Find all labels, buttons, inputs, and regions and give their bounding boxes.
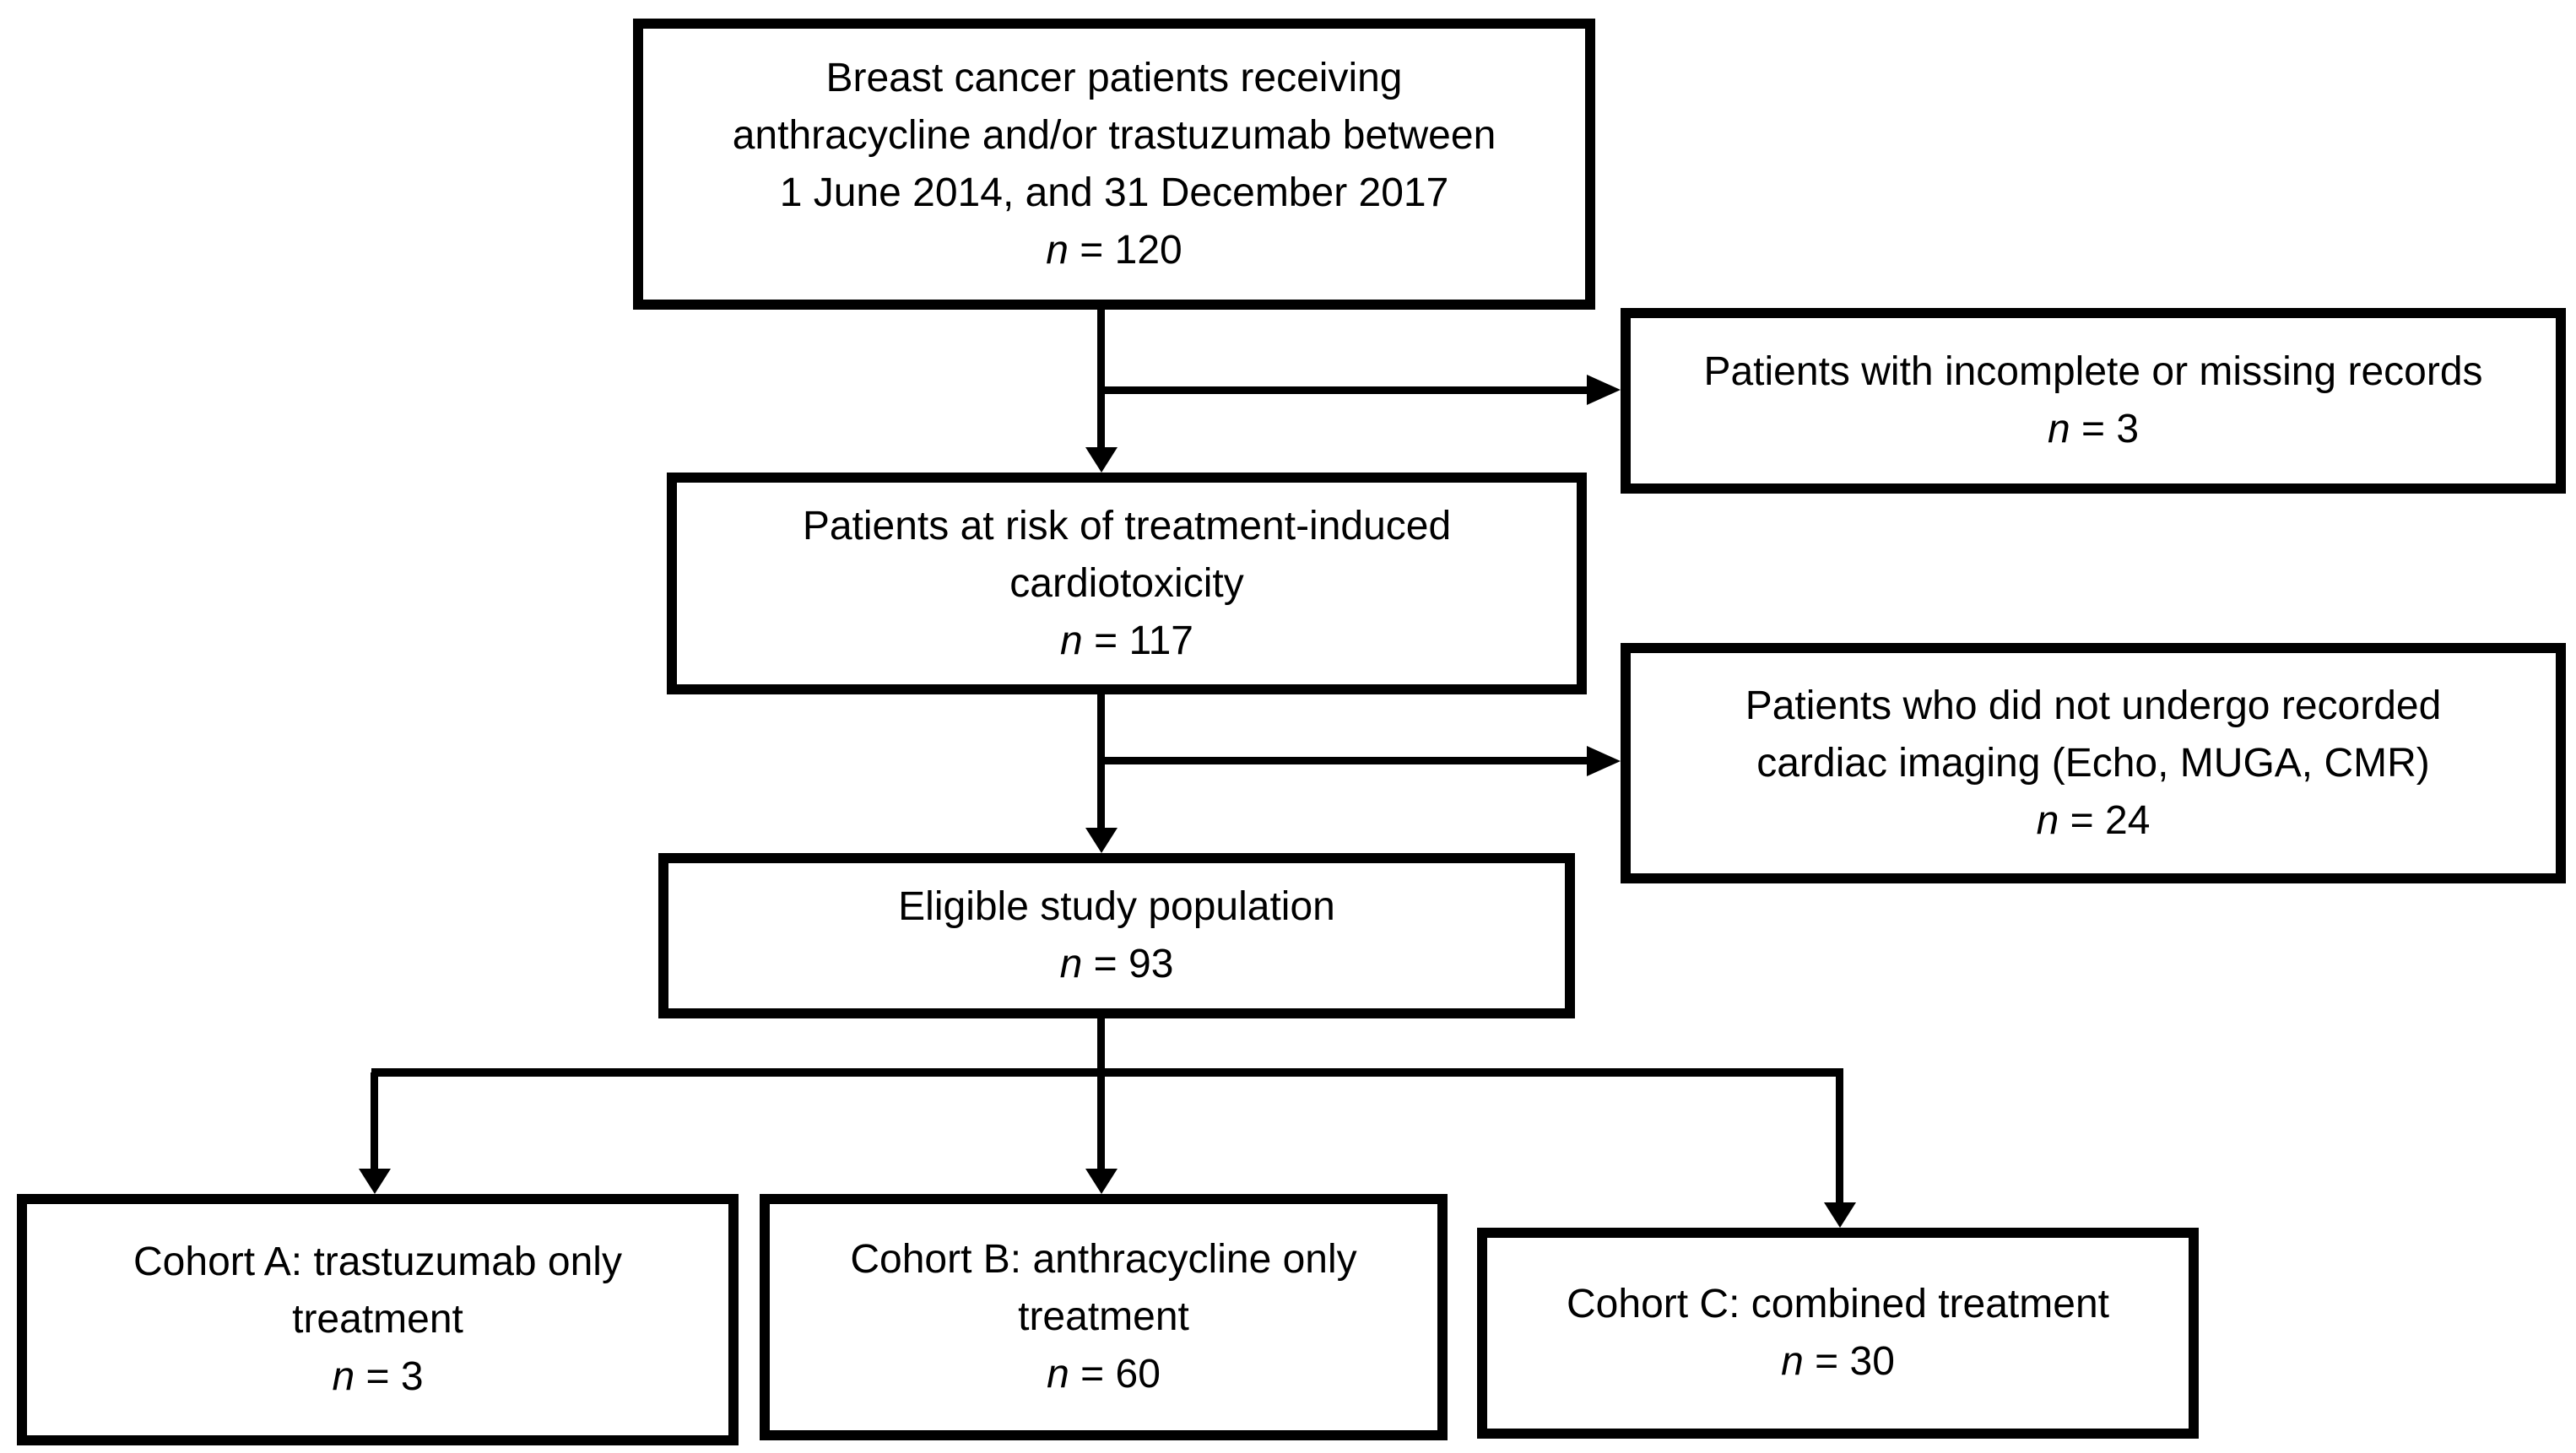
equals-sign: =	[1803, 1339, 1850, 1384]
n-value: 30	[1849, 1339, 1895, 1384]
equals-sign: =	[1069, 1352, 1116, 1396]
box-text-line: cardiotoxicity	[1009, 560, 1244, 606]
connector-initial-to-excluded-records	[1101, 386, 1588, 394]
flow-box-cohort-b: Cohort B: anthracycline only treatment n…	[760, 1194, 1448, 1440]
box-text-line: Patients at risk of treatment-induced	[802, 503, 1452, 548]
box-text-line: Cohort C: combined treatment	[1567, 1282, 2109, 1326]
n-symbol: n	[1046, 227, 1069, 273]
box-text-line: 1 June 2014, and 31 December 2017	[779, 170, 1449, 215]
flow-box-excluded-no-imaging: Patients who did not undergo recorded ca…	[1621, 643, 2566, 883]
equals-sign: =	[2059, 797, 2105, 843]
box-text-line: treatment	[292, 1297, 463, 1342]
connector-initial-to-risk	[1097, 310, 1105, 449]
arrowhead-down-cohort-a	[359, 1169, 391, 1194]
box-text-line: Eligible study population	[898, 884, 1335, 929]
connector-branch-to-cohort-b	[1097, 1072, 1105, 1170]
arrowhead-down-cohort-b	[1085, 1169, 1118, 1194]
equals-sign: =	[1068, 227, 1115, 273]
box-count: n = 60	[1047, 1346, 1161, 1403]
box-count: n = 120	[1046, 222, 1182, 279]
box-text-line: anthracycline and/or trastuzumab between	[732, 112, 1496, 158]
box-count: n = 93	[1060, 936, 1174, 993]
connector-branch-to-cohort-c	[1836, 1072, 1843, 1204]
box-count: n = 30	[1781, 1333, 1895, 1391]
box-count: n = 24	[2037, 792, 2151, 850]
n-symbol: n	[1059, 942, 1083, 986]
flow-box-at-risk: Patients at risk of treatment-induced ca…	[667, 473, 1587, 694]
box-text-line: cardiac imaging (Echo, MUGA, CMR)	[1756, 740, 2430, 786]
box-text-line: Cohort A: trastuzumab only	[133, 1240, 622, 1284]
n-symbol: n	[332, 1354, 355, 1399]
flow-box-cohort-a: Cohort A: trastuzumab only treatment n =…	[17, 1194, 739, 1445]
arrowhead-right-no-imaging	[1587, 746, 1621, 776]
n-symbol: n	[2047, 407, 2070, 451]
n-value: 120	[1114, 227, 1182, 273]
flow-box-cohort-c: Cohort C: combined treatment n = 30	[1477, 1228, 2199, 1439]
equals-sign: =	[2070, 407, 2117, 451]
arrowhead-down-cohort-c	[1824, 1202, 1856, 1228]
box-text-line: Cohort B: anthracycline only	[850, 1237, 1357, 1282]
arrowhead-down-risk	[1085, 447, 1118, 473]
box-count: n = 117	[1060, 613, 1193, 670]
box-text-line: Patients with incomplete or missing reco…	[1703, 349, 2483, 394]
box-count: n = 3	[2048, 401, 2139, 458]
connector-branch-to-cohort-a	[371, 1072, 378, 1170]
n-symbol: n	[1781, 1339, 1804, 1384]
box-text-line: Breast cancer patients receiving	[825, 55, 1403, 100]
n-symbol: n	[2036, 797, 2059, 843]
n-symbol: n	[1047, 1352, 1069, 1396]
n-value: 117	[1128, 618, 1193, 663]
box-count: n = 3	[332, 1348, 423, 1406]
connector-risk-to-no-imaging	[1101, 757, 1588, 764]
n-value: 24	[2105, 797, 2151, 843]
connector-eligible-to-branch-bar	[1097, 1018, 1105, 1072]
equals-sign: =	[1082, 942, 1128, 986]
n-value: 93	[1128, 942, 1174, 986]
equals-sign: =	[354, 1354, 401, 1399]
flow-box-eligible-population: Eligible study population n = 93	[658, 853, 1575, 1018]
box-text-line: treatment	[1018, 1294, 1189, 1339]
flow-box-excluded-missing-records: Patients with incomplete or missing reco…	[1621, 308, 2566, 494]
n-value: 3	[2116, 407, 2140, 451]
n-value: 60	[1115, 1352, 1161, 1396]
branch-bar-cohorts	[371, 1068, 1843, 1077]
connector-risk-to-eligible	[1097, 694, 1105, 829]
n-symbol: n	[1060, 618, 1083, 663]
flow-box-initial-population: Breast cancer patients receiving anthrac…	[633, 19, 1595, 310]
arrowhead-right-excluded-records	[1587, 375, 1621, 405]
equals-sign: =	[1082, 618, 1129, 663]
arrowhead-down-eligible	[1085, 828, 1118, 853]
box-text-line: Patients who did not undergo recorded	[1745, 683, 2442, 728]
n-value: 3	[400, 1354, 424, 1399]
